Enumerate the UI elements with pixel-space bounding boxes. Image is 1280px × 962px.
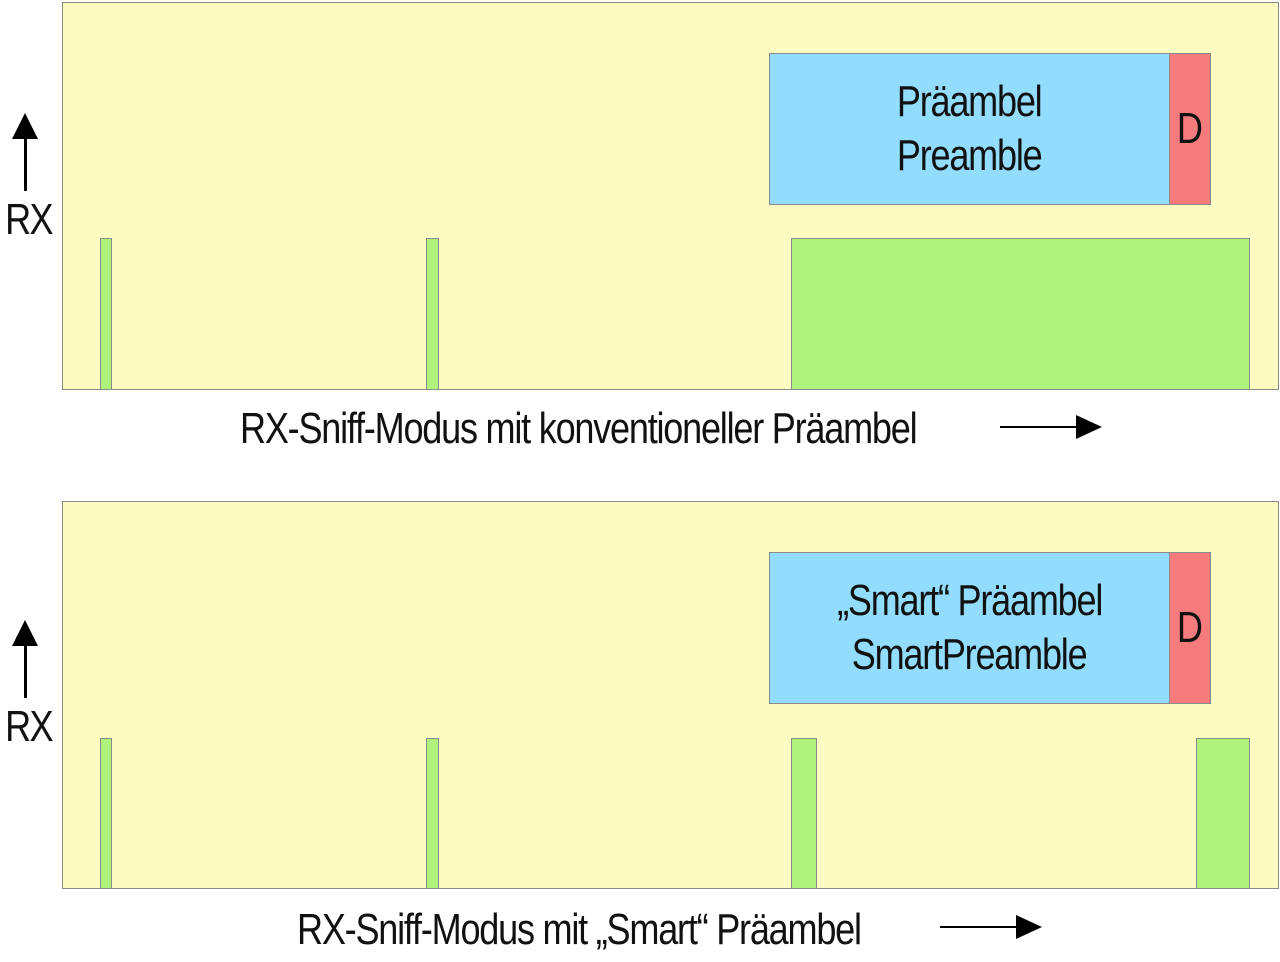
preamble-label-en: SmartPreamble (852, 630, 1088, 679)
rx-sniff-pulse (791, 738, 817, 889)
rx-receive-window (791, 238, 1250, 390)
rx-axis-top: RX (0, 113, 54, 245)
preamble-label-de: Präambel (897, 77, 1043, 126)
data-label: D (1176, 603, 1204, 652)
preamble-label-de: „Smart“ Präambel (836, 576, 1103, 625)
rx-receive-window (1196, 738, 1250, 889)
up-arrow-icon (12, 620, 38, 646)
rx-sniff-pulse (426, 238, 439, 390)
data-block: D (1170, 53, 1211, 205)
smart-preamble-block: „Smart“ Präambel SmartPreamble (769, 552, 1170, 704)
sniff-diagram-conventional: Präambel Preamble D (62, 2, 1279, 390)
rx-sniff-pulse (100, 238, 112, 390)
sniff-diagram-smart: „Smart“ Präambel SmartPreamble D (62, 501, 1279, 889)
preamble-label-en: Preamble (897, 131, 1043, 180)
data-label: D (1176, 104, 1204, 153)
time-arrow-icon (1000, 415, 1102, 439)
rx-sniff-pulse (100, 738, 112, 889)
preamble-block: Präambel Preamble (769, 53, 1170, 205)
rx-sniff-pulse (426, 738, 439, 889)
data-block: D (1170, 552, 1211, 704)
caption-smart: RX-Sniff-Modus mit „Smart“ Präambel (297, 905, 862, 954)
packet-smart: „Smart“ Präambel SmartPreamble D (769, 552, 1211, 704)
caption-conventional: RX-Sniff-Modus mit konventioneller Präam… (240, 404, 918, 453)
rx-axis-bottom: RX (0, 620, 54, 752)
time-arrow-icon (940, 915, 1042, 939)
rx-axis-label: RX (5, 702, 53, 751)
rx-axis-label: RX (5, 195, 53, 244)
packet-conventional: Präambel Preamble D (769, 53, 1211, 205)
up-arrow-icon (12, 113, 38, 139)
